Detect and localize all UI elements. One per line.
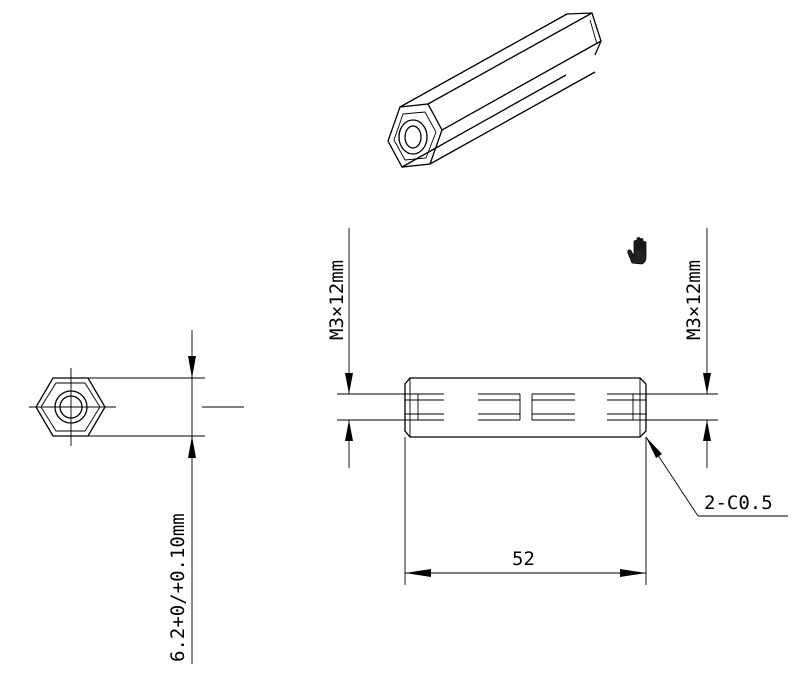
right-thread-label: M3×12mm: [683, 260, 705, 340]
right-thread-dimension: [646, 228, 718, 468]
hand-cursor-icon: [627, 237, 647, 265]
isometric-standoff-view: [387, 12, 602, 168]
hex-width-label: 6.2+0/+0.10mm: [167, 513, 189, 662]
side-view-standoff: [404, 377, 647, 438]
chamfer-label: 2-C0.5: [704, 492, 773, 514]
length-dimension: [404, 437, 647, 585]
length-label: 52: [512, 548, 535, 570]
left-thread-label: M3×12mm: [326, 260, 348, 340]
end-view-hexagon: [29, 368, 244, 446]
left-thread-dimension: [337, 228, 405, 468]
hex-width-dimension: [188, 330, 196, 664]
chamfer-leader: [645, 436, 788, 517]
